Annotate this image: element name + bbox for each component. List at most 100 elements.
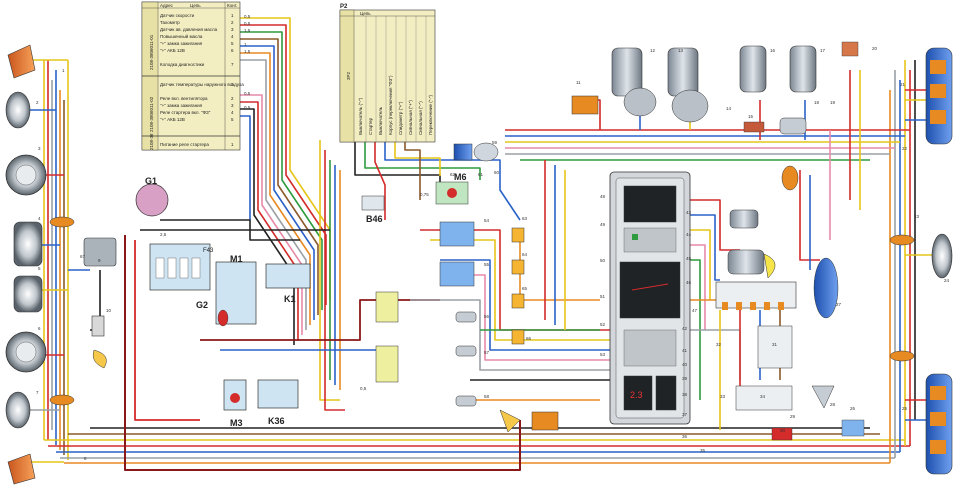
wire-marks: 0,5 0,5 1,5 1 1,5 0,5 0,5 2,5 0,5 0,75 bbox=[160, 14, 429, 391]
callout-number: 16 bbox=[770, 48, 776, 53]
wire-mark: 1,5 bbox=[244, 49, 251, 54]
sound-signal bbox=[91, 315, 105, 337]
callout-number: 34 bbox=[760, 394, 766, 399]
sensor-b46 bbox=[361, 195, 385, 211]
callout-number: 17 bbox=[820, 48, 826, 53]
table-row-contact: 1 bbox=[231, 82, 234, 87]
callout-number: 64 bbox=[522, 252, 528, 257]
blue-sensor-top bbox=[453, 143, 473, 161]
table-row-circuit: "+" АКБ 12В bbox=[160, 117, 185, 122]
wire-mark: 0,5 bbox=[244, 21, 251, 26]
wire-mark: 0,5 bbox=[244, 91, 251, 96]
table-row-circuit: Тахометр bbox=[160, 20, 180, 25]
wire-mark: 0,5 bbox=[244, 14, 251, 19]
horn-relay bbox=[83, 237, 117, 267]
callout-number: 3 bbox=[38, 146, 41, 151]
table-row-contact: 1 bbox=[231, 13, 234, 18]
callout-number: 11 bbox=[576, 80, 581, 85]
callout-number: 29 bbox=[790, 414, 796, 419]
table-row-circuit: Реле вкл. вентилятора bbox=[160, 96, 208, 101]
table-side-code: 2108-38 bbox=[149, 133, 154, 150]
callout-number: 31 bbox=[772, 342, 778, 347]
callout-number: 42 bbox=[682, 326, 688, 331]
side-lamp-right bbox=[931, 233, 953, 279]
table-row-circuit: Датчик ав. давления масла bbox=[160, 27, 218, 32]
callout-number: 60 bbox=[494, 170, 500, 175]
table-row-circuit: Повышенный масла bbox=[160, 33, 203, 39]
table-side-code: 2108-3806011-02 bbox=[149, 96, 154, 132]
callout-number: 22 bbox=[902, 146, 908, 151]
block-p2-code: 3Р2 bbox=[346, 71, 351, 80]
callout-number: 2 bbox=[36, 100, 39, 105]
relay-k36 bbox=[257, 379, 299, 409]
generator-relay-area: G1 F43 M1 G2 K1 M3 K36 B46 M6 bbox=[135, 172, 469, 428]
label-m3: M3 bbox=[230, 418, 243, 428]
cluster-gauges bbox=[619, 261, 681, 319]
callout-number: 48 bbox=[600, 194, 606, 199]
cluster-display-value: 2.3 bbox=[630, 390, 643, 400]
label-m6: M6 bbox=[454, 172, 467, 182]
callout-number: 46 bbox=[686, 280, 692, 285]
callout-number: 1 bbox=[62, 68, 65, 73]
callout-number: 7 bbox=[36, 390, 39, 395]
middle-sensors bbox=[439, 142, 559, 433]
fuse-strip bbox=[735, 385, 793, 411]
table-row-contact: 3 bbox=[231, 27, 234, 32]
table-row-circuit: "+" АКБ 12В bbox=[160, 48, 185, 53]
block-p2-column: Выключатель bbox=[378, 106, 383, 135]
callout-number: 44 bbox=[686, 232, 692, 237]
callout-number: 65 bbox=[522, 286, 528, 291]
table-row-contact: 1 bbox=[231, 142, 234, 147]
callout-number: 54 bbox=[484, 218, 490, 223]
callout-number: 32 bbox=[716, 342, 722, 347]
callout-number: 61 bbox=[478, 172, 484, 177]
table-row-contact: 5 bbox=[231, 41, 234, 46]
callout-number: 56 bbox=[484, 314, 490, 319]
wire-harness bbox=[20, 17, 935, 471]
fog-lamp-left-bottom bbox=[5, 391, 31, 429]
label-k1: K1 bbox=[284, 294, 296, 304]
callout-number: 52 bbox=[600, 322, 606, 327]
cluster-display bbox=[623, 375, 653, 411]
callout-number: 45 bbox=[686, 256, 692, 261]
table-row-contact: 7 bbox=[231, 62, 234, 67]
table-header-contact: Конт. bbox=[227, 3, 237, 8]
table-header-circuit: Цепь bbox=[190, 3, 201, 8]
callout-number: 53 bbox=[600, 352, 606, 357]
label-b46: B46 bbox=[366, 214, 383, 224]
table-row-circuit: Датчик температуры наружного воздуха bbox=[160, 82, 244, 87]
wire-mark: 1 bbox=[244, 42, 247, 47]
left-components bbox=[5, 44, 117, 485]
block-p2-column: Выключатель ("-") bbox=[358, 97, 363, 135]
callout-number: 12 bbox=[650, 48, 656, 53]
block-p2-header: Цепь bbox=[360, 11, 371, 16]
table-row-circuit: "+" замка зажигания bbox=[160, 103, 203, 108]
callout-number: 9 bbox=[98, 258, 101, 263]
callout-number: 41 bbox=[682, 348, 688, 353]
table-row-contact: 3 bbox=[231, 103, 234, 108]
block-p2-title: P2 bbox=[340, 4, 348, 10]
table-row-contact: 6 bbox=[231, 48, 234, 53]
label-k36: K36 bbox=[268, 416, 285, 426]
callout-number: 21 bbox=[900, 82, 906, 87]
label-g1: G1 bbox=[145, 176, 157, 186]
fog-lamp-left bbox=[5, 91, 31, 129]
blue-panel-1 bbox=[439, 221, 475, 247]
wire-mark: 1,5 bbox=[244, 28, 251, 33]
headlamp-module-left bbox=[13, 221, 43, 267]
top-right-motors bbox=[571, 41, 859, 135]
callout-number: 6 bbox=[38, 326, 41, 331]
speaker-right bbox=[813, 257, 839, 319]
table-row-circuit: Реле стартера вкл. "ФЗ" bbox=[160, 110, 211, 115]
callout-number: 10 bbox=[106, 308, 112, 313]
table-row-circuit: Колодка диагностики bbox=[160, 62, 205, 67]
callout-number: 67 bbox=[80, 254, 86, 259]
callout-number: 35 bbox=[700, 448, 706, 453]
wire-mark: 2,5 bbox=[160, 232, 167, 237]
callout-number: 24 bbox=[944, 278, 950, 283]
label-g2: G2 bbox=[196, 300, 208, 310]
label-m1: M1 bbox=[230, 254, 243, 264]
cylinder-sensor bbox=[729, 209, 759, 229]
callout-number: 14 bbox=[726, 106, 732, 111]
callout-number: 55 bbox=[484, 262, 490, 267]
